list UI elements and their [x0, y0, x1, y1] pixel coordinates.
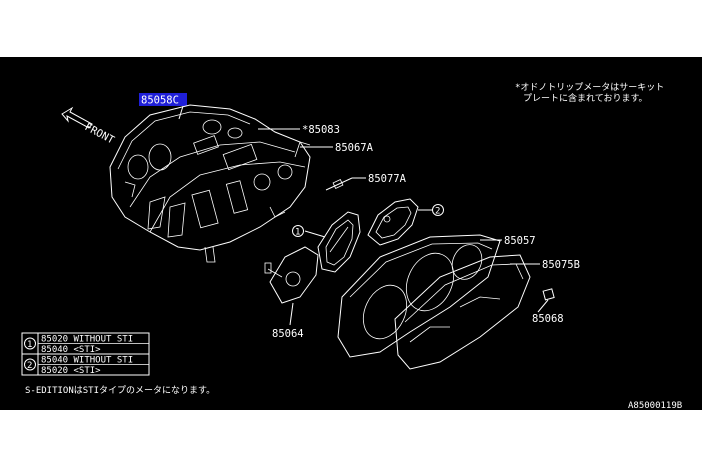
pin-85077a-drawing [325, 177, 353, 191]
gauge-plate-85064-drawing [264, 246, 319, 304]
dial-plate-2-drawing [367, 198, 419, 246]
legend-marker-1: 1 [27, 340, 32, 350]
clip-85068-drawing [542, 288, 555, 301]
label-85077a[interactable]: 85077A [368, 173, 407, 185]
label-85064[interactable]: 85064 [272, 328, 304, 340]
parts-diagram: 85058C FRONT *オドノトリップメータはサーキット プレートに含まれて… [0, 57, 702, 411]
front-label: FRONT [83, 121, 117, 147]
visor-85075b-drawing [394, 254, 531, 370]
label-85068[interactable]: 85068 [532, 313, 564, 325]
label-85075b[interactable]: 85075B [542, 259, 580, 271]
label-85057[interactable]: 85057 [504, 235, 536, 247]
note-line-1: *オドノトリップメータはサーキット [515, 82, 664, 93]
label-85067a[interactable]: 85067A [335, 142, 374, 154]
legend-row-2-line-2: 85020 <STI> [41, 366, 101, 376]
footnote: S-EDITIONはSTIタイプのメータになります。 [25, 385, 215, 396]
legend-row-2-line-1: 85040 WITHOUT STI [41, 356, 133, 366]
callout-circle-2 [432, 204, 444, 216]
legend-table: 1 2 85020 WITHOUT STI 85040 <STI> 85040 … [21, 332, 150, 376]
callout-1a: 1 [295, 228, 300, 238]
highlight-box [139, 93, 187, 106]
drawing-code: A85000119B [628, 401, 682, 410]
callout-circle-1a [292, 225, 304, 237]
legend-marker-2: 2 [27, 361, 32, 371]
diagram-svg: 85058C FRONT *オドノトリップメータはサーキット プレートに含まれて… [21, 82, 682, 411]
callout-2: 2 [435, 207, 440, 217]
lens-case-85057-drawing [337, 234, 501, 358]
meter-housing-drawing [109, 104, 311, 263]
legend-row-1-line-2: 85040 <STI> [41, 345, 101, 355]
dial-plate-1-drawing [317, 211, 361, 273]
front-arrow-icon [61, 106, 93, 129]
label-85058c[interactable]: 85058C [141, 95, 179, 107]
note-line-2: プレートに含まれております。 [523, 92, 648, 104]
legend-row-1-line-1: 85020 WITHOUT STI [41, 335, 133, 345]
label-85083[interactable]: *85083 [302, 124, 340, 136]
